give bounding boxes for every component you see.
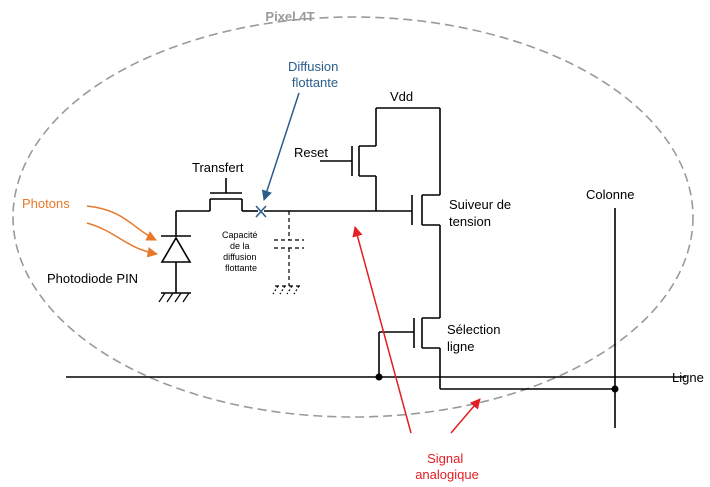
transfert-label: Transfert — [192, 160, 244, 175]
column-junction-dot — [611, 385, 619, 393]
pixel-boundary-ellipse — [12, 16, 694, 418]
photodiode-symbol — [160, 211, 192, 293]
photons-label: Photons — [22, 196, 70, 211]
row-select-transistor — [378, 317, 615, 390]
suiveur-label: Suiveur de tension — [449, 197, 515, 229]
photon-arrows — [86, 205, 159, 258]
photodiode-label: Photodiode PIN — [47, 271, 138, 286]
pixel-title: Pixel 4T — [265, 9, 314, 24]
signal-arrows — [352, 225, 481, 434]
selection-label: Sélection ligne — [447, 322, 504, 354]
floating-diffusion-cross — [255, 205, 267, 218]
ligne-label: Ligne — [672, 370, 704, 385]
diffusion-label: Diffusion flottante — [288, 59, 342, 90]
reset-transistor — [320, 107, 440, 211]
signal-label: Signal analogique — [415, 451, 479, 482]
reset-label: Reset — [294, 145, 328, 160]
source-follower-transistor — [411, 108, 441, 318]
vdd-label: Vdd — [390, 89, 413, 104]
diffusion-capacitor — [274, 211, 304, 287]
capacitor-ground-icon — [272, 285, 300, 295]
row-junction-dot — [375, 373, 383, 381]
colonne-label: Colonne — [586, 187, 634, 202]
diffusion-arrow — [261, 92, 300, 201]
capacite-label: Capacité de la diffusion flottante — [222, 230, 260, 273]
photodiode-ground-icon — [158, 292, 191, 303]
transfer-transistor — [176, 178, 258, 212]
